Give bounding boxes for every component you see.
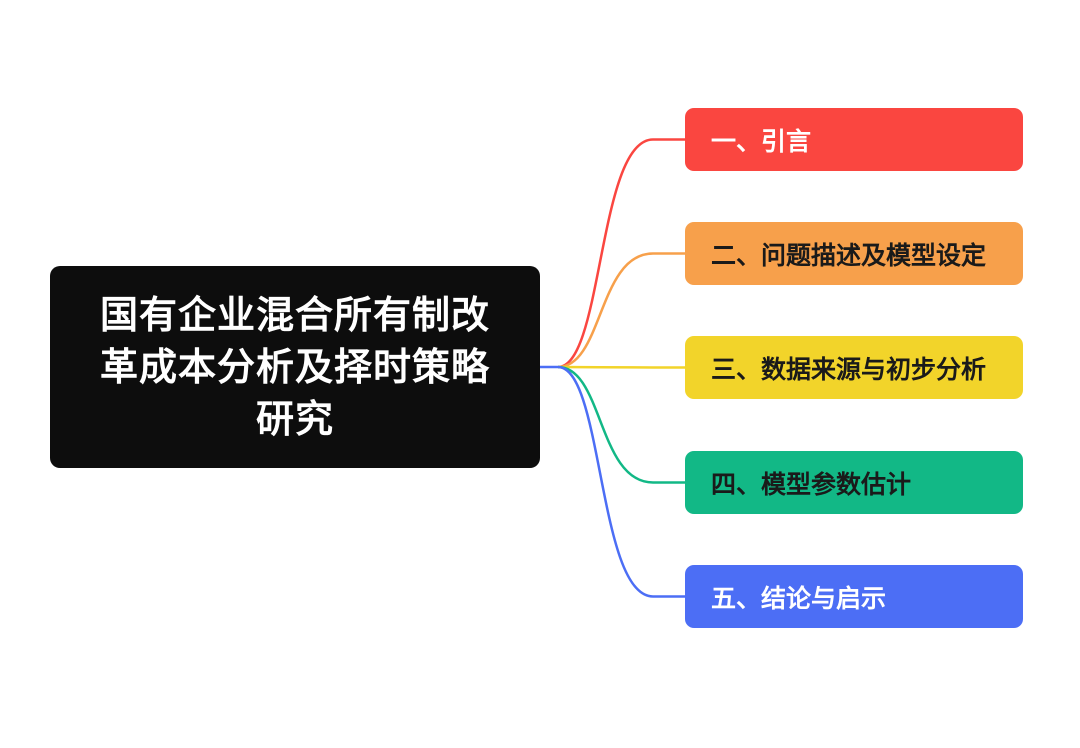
root-topic-title: 国有企业混合所有制改革成本分析及择时策略研究 bbox=[99, 293, 490, 441]
root-topic-node[interactable]: 国有企业混合所有制改革成本分析及择时策略研究 bbox=[50, 266, 540, 468]
connector-line-3 bbox=[557, 365, 685, 369]
branch-label: 五、结论与启示 bbox=[711, 583, 887, 613]
branch-label: 四、模型参数估计 bbox=[711, 469, 912, 499]
branch-label: 三、数据来源与初步分析 bbox=[711, 354, 987, 384]
connector-line-1 bbox=[557, 138, 685, 369]
connector-line-5 bbox=[557, 365, 685, 598]
branch-node-problem-model[interactable]: 二、问题描述及模型设定 bbox=[685, 222, 1023, 285]
branch-node-conclusion[interactable]: 五、结论与启示 bbox=[685, 565, 1023, 628]
branch-node-introduction[interactable]: 一、引言 bbox=[685, 108, 1023, 171]
connector-line-4 bbox=[557, 365, 685, 484]
connector-line-2 bbox=[557, 252, 685, 369]
branch-node-data-analysis[interactable]: 三、数据来源与初步分析 bbox=[685, 336, 1023, 399]
branch-label: 一、引言 bbox=[711, 126, 812, 156]
branch-label: 二、问题描述及模型设定 bbox=[711, 240, 987, 270]
branch-node-parameter-estimation[interactable]: 四、模型参数估计 bbox=[685, 451, 1023, 514]
